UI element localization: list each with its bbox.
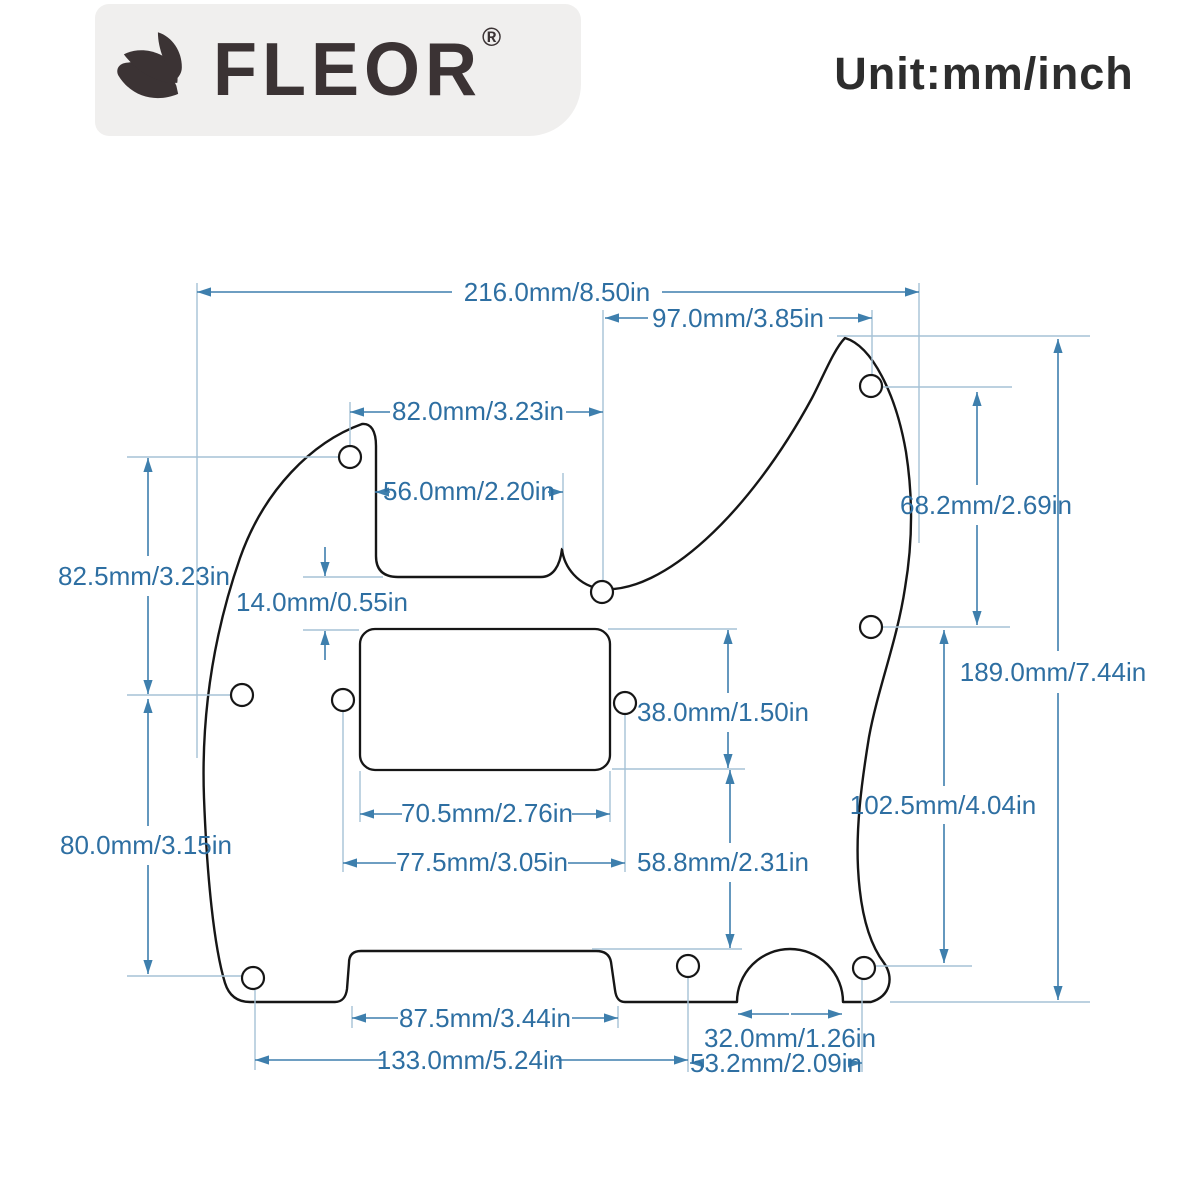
dim-neck-notch-width: 56.0mm/2.20in [383,476,555,506]
fleor-leaf-icon [117,32,182,99]
dim-pickup-width: 70.5mm/2.76in [401,798,573,828]
screw-hole-bottom-right [851,955,877,981]
dim-right-upper-height: 68.2mm/2.69in [900,490,1072,520]
pickup-screw-hole-right [612,690,638,716]
dim-arc-cutout-width: 32.0mm/1.26in [704,1023,876,1053]
dim-notch-gap: 14.0mm/0.55in [236,587,408,617]
dim-right-full-height: 189.0mm/7.44in [960,657,1146,687]
dim-left-top-span: 82.0mm/3.23in [392,396,564,426]
dim-pickup-to-step: 58.8mm/2.31in [637,847,809,877]
dim-bottom-right-span: 53.2mm/2.09in [690,1048,862,1078]
extension-lines [127,283,1090,1072]
screw-hole-top-left [337,444,363,470]
dim-pickup-screw-span: 77.5mm/3.05in [396,847,568,877]
screw-hole-right-mid [858,614,884,640]
unit-label: Unit:mm/inch [834,48,1134,99]
screw-hole-top-mid [589,579,615,605]
dim-right-lower-height: 102.5mm/4.04in [850,790,1036,820]
dim-left-lower-height: 80.0mm/3.15in [60,830,232,860]
humbucker-pickup-opening [358,627,612,772]
brand-logo-panel: FLEOR ® [95,4,581,136]
dim-total-width: 216.0mm/8.50in [464,277,650,307]
screw-hole-bottom-left [240,965,266,991]
screw-hole-left-mid [229,682,255,708]
screw-holes [229,373,884,991]
dim-left-upper-height: 82.5mm/3.23in [58,561,230,591]
registered-trademark-symbol: ® [481,22,502,52]
dim-right-top-span: 97.0mm/3.85in [652,303,824,333]
dimension-labels: 216.0mm/8.50in 97.0mm/3.85in 82.0mm/3.23… [58,277,1146,1078]
dimension-lines [143,287,1063,1068]
screw-hole-top-right [858,373,884,399]
dim-pickup-height: 38.0mm/1.50in [637,697,809,727]
dim-bottom-left-span: 133.0mm/5.24in [377,1045,563,1075]
brand-wordmark: FLEOR [213,28,482,112]
dim-step-width: 87.5mm/3.44in [399,1003,571,1033]
screw-hole-bottom-mid [675,953,701,979]
pickup-screw-hole-left [330,687,356,713]
